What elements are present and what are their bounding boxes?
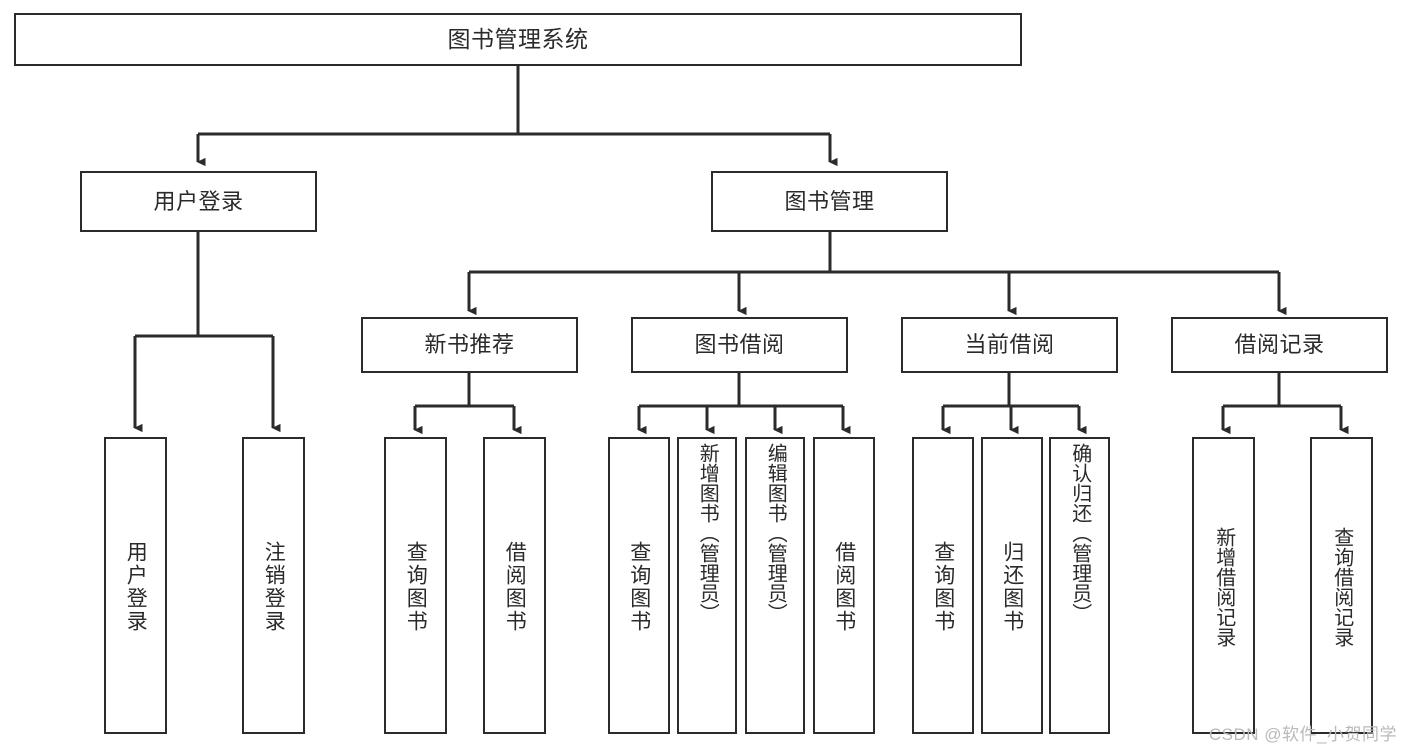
node-label: 归还图书 [1000, 540, 1024, 633]
node-label: 图书管理系统 [447, 26, 589, 53]
leaf-borrow-edit-book-admin[interactable]: 编辑图书（管理员） [745, 437, 805, 734]
node-label: 注销登录 [262, 540, 286, 633]
csdn-watermark: CSDN @软件_小贺同学 [1208, 725, 1397, 744]
node-label: 用户登录 [153, 188, 244, 214]
leaf-record-add-record[interactable]: 新增借阅记录 [1192, 437, 1255, 734]
node-label: 查询图书 [931, 540, 955, 633]
node-book-management[interactable]: 图书管理 [711, 171, 948, 232]
node-label: 当前借阅 [964, 332, 1055, 358]
node-root-system[interactable]: 图书管理系统 [14, 13, 1022, 66]
node-label: 查询图书 [627, 540, 651, 633]
leaf-user-login-signin[interactable]: 用户登录 [104, 437, 167, 734]
leaf-record-query-record[interactable]: 查询借阅记录 [1310, 437, 1373, 734]
leaf-current-query-book[interactable]: 查询图书 [912, 437, 974, 734]
node-label: 确认归还（管理员） [1068, 443, 1091, 623]
node-label: 查询图书 [404, 540, 428, 633]
leaf-borrow-query-book[interactable]: 查询图书 [608, 437, 670, 734]
node-label: 图书借阅 [694, 332, 785, 358]
node-new-book-recommend[interactable]: 新书推荐 [361, 317, 578, 373]
leaf-new-book-query[interactable]: 查询图书 [384, 437, 447, 734]
node-borrow-record[interactable]: 借阅记录 [1171, 317, 1388, 373]
node-label: 借阅图书 [832, 540, 856, 633]
leaf-user-login-signout[interactable]: 注销登录 [242, 437, 305, 734]
node-label: 新增借阅记录 [1212, 526, 1235, 647]
node-book-borrow[interactable]: 图书借阅 [631, 317, 848, 373]
node-current-borrow[interactable]: 当前借阅 [901, 317, 1118, 373]
node-label: 编辑图书（管理员） [764, 443, 787, 623]
node-label: 图书管理 [784, 188, 875, 214]
leaf-borrow-borrow-book[interactable]: 借阅图书 [813, 437, 875, 734]
leaf-current-return-book[interactable]: 归还图书 [981, 437, 1043, 734]
leaf-borrow-add-book-admin[interactable]: 新增图书（管理员） [677, 437, 737, 734]
node-label: 借阅图书 [503, 540, 527, 633]
leaf-new-book-borrow[interactable]: 借阅图书 [483, 437, 546, 734]
leaf-current-confirm-return-admin[interactable]: 确认归还（管理员） [1049, 437, 1110, 734]
node-label: 查询借阅记录 [1330, 526, 1353, 647]
node-user-login[interactable]: 用户登录 [80, 171, 317, 232]
node-label: 借阅记录 [1234, 332, 1325, 358]
node-label: 新增图书（管理员） [696, 443, 719, 623]
node-label: 新书推荐 [424, 332, 515, 358]
node-label: 用户登录 [124, 540, 148, 633]
